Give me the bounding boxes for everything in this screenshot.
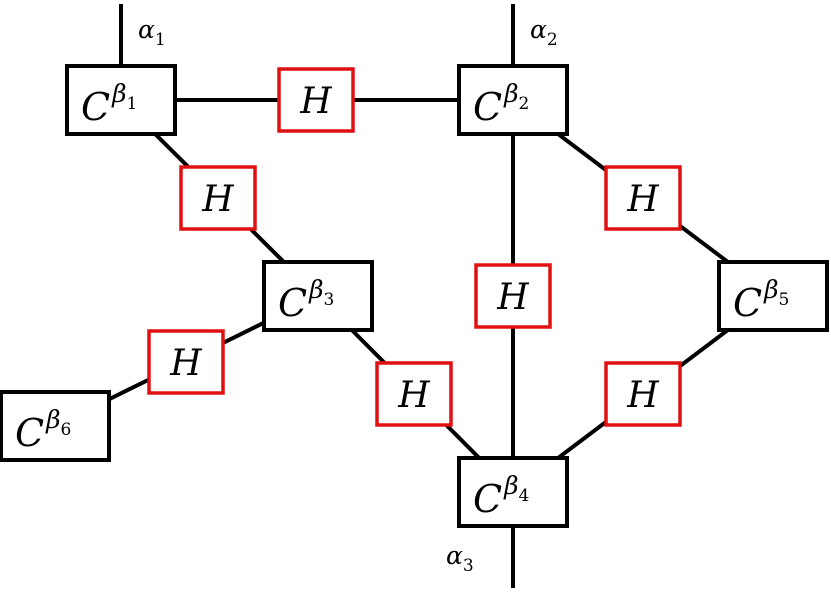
tensor-box [457, 456, 569, 528]
h-label: H [626, 375, 659, 416]
tensor-label: Cβ6 [15, 405, 71, 455]
h-node-c1-c2: H [277, 67, 355, 133]
h-label: H [299, 81, 332, 122]
tensor-box [262, 260, 374, 332]
tensor-node-c6: Cβ6 [0, 390, 111, 462]
tensor-label: Cβ3 [278, 275, 334, 325]
h-node-c3-c4: H [375, 361, 453, 427]
h-label: H [169, 343, 202, 384]
h-label: H [397, 375, 430, 416]
h-box [277, 67, 355, 133]
h-label: H [201, 179, 234, 220]
h-node-c1-c3: H [179, 165, 257, 231]
tensor-node-c5: Cβ5 [717, 260, 829, 332]
tensor-label: Cβ5 [733, 275, 789, 325]
h-box [474, 263, 552, 329]
h-node-c2-c5: H [604, 165, 682, 231]
h-box [147, 329, 225, 395]
tensor-node-c3: Cβ3 [262, 260, 374, 332]
open-leg-labels: α1 α2 α3 [138, 15, 558, 576]
h-box [179, 165, 257, 231]
tensor-label: Cβ4 [473, 471, 529, 521]
tensor-node-c2: Cβ2 [457, 64, 569, 136]
tensor-node-c4: Cβ4 [457, 456, 569, 528]
tensor-box [65, 64, 177, 136]
h-box [604, 165, 682, 231]
h-label: H [496, 277, 529, 318]
open-leg-label-a3: α3 [446, 541, 474, 576]
tensor-box [0, 390, 111, 462]
h-node-c3-c6: H [147, 329, 225, 395]
h-nodes: H H H H H H H [147, 67, 682, 427]
open-leg-label-a1: α1 [138, 15, 166, 50]
open-leg-label-a2: α2 [530, 15, 558, 50]
tensor-box [717, 260, 829, 332]
tensor-label: Cβ2 [473, 79, 529, 129]
h-node-c2-c4: H [474, 263, 552, 329]
tensor-label: Cβ1 [81, 79, 137, 129]
h-box [375, 361, 453, 427]
tensor-node-c1: Cβ1 [65, 64, 177, 136]
h-label: H [626, 179, 659, 220]
h-box [604, 361, 682, 427]
tensor-box [457, 64, 569, 136]
h-node-c5-c4: H [604, 361, 682, 427]
